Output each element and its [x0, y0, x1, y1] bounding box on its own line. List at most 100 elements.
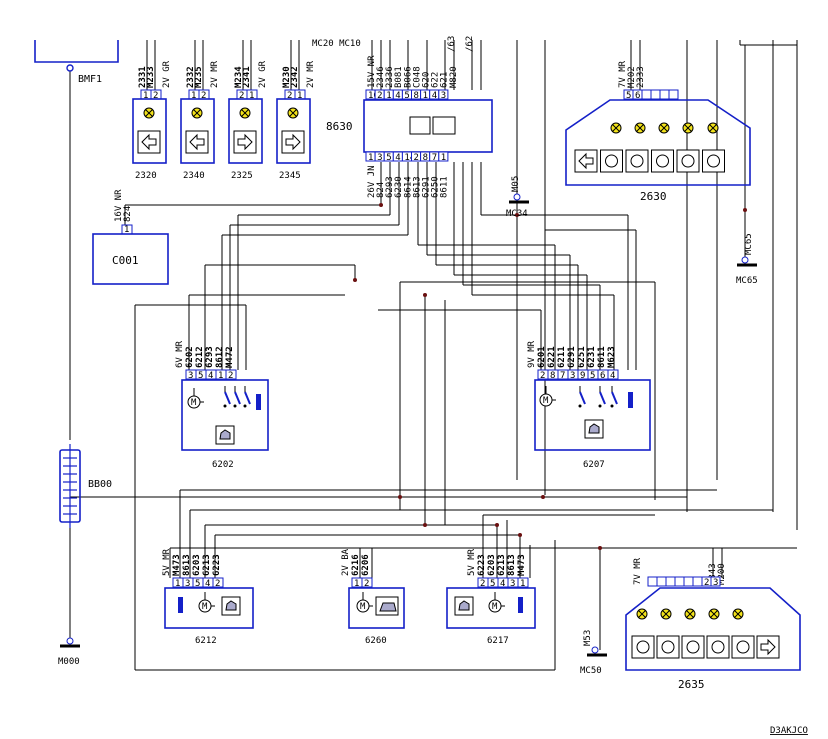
pin [438, 151, 449, 162]
arrow-right-icon [281, 130, 305, 154]
arrow-right-icon [731, 635, 755, 659]
bb00-label: BB00 [88, 479, 112, 490]
wire-label: M820 [449, 66, 459, 88]
pin [659, 89, 670, 100]
pin-number: 2 [201, 91, 206, 101]
wire-label: 6211 [557, 346, 567, 368]
wire-label: C048 [412, 66, 422, 88]
pin-number: 2 [215, 579, 220, 589]
wire-label: M235 [194, 66, 204, 88]
bulb-icon [239, 107, 251, 119]
pin [517, 577, 529, 588]
junction-dots [353, 203, 747, 550]
module-code: 6202 [212, 460, 234, 470]
wire-label: 6291 [567, 346, 577, 368]
svg-text:M53: M53 [583, 630, 593, 646]
indicator-icon [702, 149, 725, 173]
pin-number: 5 [195, 579, 200, 589]
wire-label: M472 [225, 346, 235, 368]
wire-label: 6203 [192, 554, 202, 576]
pin-number: 6 [600, 371, 605, 381]
motor-icon: M [488, 592, 505, 613]
lamp-code: 2320 [135, 171, 157, 181]
wire-label: 6206 [361, 554, 371, 576]
svg-text:1: 1 [124, 225, 129, 235]
svg-text:M: M [360, 602, 366, 612]
car-door-icon [215, 425, 235, 445]
cluster-2635-code: 2635 [678, 678, 705, 691]
module-code: 6260 [365, 636, 387, 646]
ground-mc65: MC65 MC65 [736, 233, 758, 286]
wire-label: 622 [431, 72, 441, 88]
ground-mc50: MC50 M53 [580, 630, 607, 676]
wire-label: 6223 [212, 554, 222, 576]
wire-note: 9V MR [527, 340, 537, 368]
wire-label: 6216 [351, 554, 361, 576]
wire-label: 6213 [497, 554, 507, 576]
pin-number: 8 [423, 153, 428, 163]
pin-number: 2 [480, 579, 485, 589]
wire-label: 6293 [205, 346, 215, 368]
arrow-right-icon [233, 130, 257, 154]
wire-label: M202 [627, 66, 637, 88]
pin-number: 1 [423, 91, 428, 101]
svg-text:MC34: MC34 [506, 209, 528, 219]
wire-label: 6230 [394, 176, 404, 198]
wire-label: M230 [282, 66, 292, 88]
pin-number: 8 [414, 91, 419, 101]
pin-number: 1 [520, 579, 525, 589]
pin [361, 577, 373, 588]
pin-number: 2 [287, 91, 292, 101]
pin-number: 4 [610, 371, 615, 381]
wire-label: 6213 [202, 554, 212, 576]
pin [665, 576, 676, 587]
pin-number: 5 [198, 371, 203, 381]
pin [607, 369, 619, 380]
pin-number: 1 [368, 153, 373, 163]
module-code: 6217 [487, 636, 509, 646]
lamp-code: 2325 [231, 171, 253, 181]
pin [225, 369, 237, 380]
pin-number: 2 [239, 91, 244, 101]
pin-number: 4 [208, 371, 213, 381]
car-door-icon [584, 419, 604, 439]
wire-label: M623 [607, 346, 617, 368]
wire-note: 2V GR [258, 60, 268, 88]
switch-icon [223, 386, 231, 408]
wire-note: 6V MR [175, 340, 185, 368]
svg-text:M: M [492, 602, 498, 612]
switch-icon [578, 386, 586, 408]
wire-label: 8611 [597, 346, 607, 368]
pin-number: 7 [560, 371, 565, 381]
pin-number: 3 [441, 91, 446, 101]
pin [656, 576, 667, 587]
wire-label: 8612 [215, 346, 225, 368]
bmf1-connector: BMF1 [34, 40, 119, 85]
wire-label: 8613 [412, 176, 422, 198]
pin-number: 2 [540, 371, 545, 381]
pin-number: 5 [626, 91, 631, 101]
bulb-icon [708, 608, 720, 620]
pin-number: 1 [297, 91, 302, 101]
switch-icon [610, 386, 618, 408]
pin [438, 89, 449, 100]
wire-label: 8614 [403, 176, 413, 198]
arrow-left-icon [137, 130, 161, 154]
pin-number: 3 [188, 371, 193, 381]
car-door-icon [454, 596, 474, 616]
pin-number: 1 [143, 91, 148, 101]
arrow-left-icon [574, 149, 598, 173]
wire-label: 8611 [440, 176, 450, 198]
pin-number: 1 [386, 91, 391, 101]
wire-label: 6223 [477, 554, 487, 576]
wire-label: 2332 [186, 66, 196, 88]
pin [668, 89, 679, 100]
bulb-icon [634, 122, 646, 134]
